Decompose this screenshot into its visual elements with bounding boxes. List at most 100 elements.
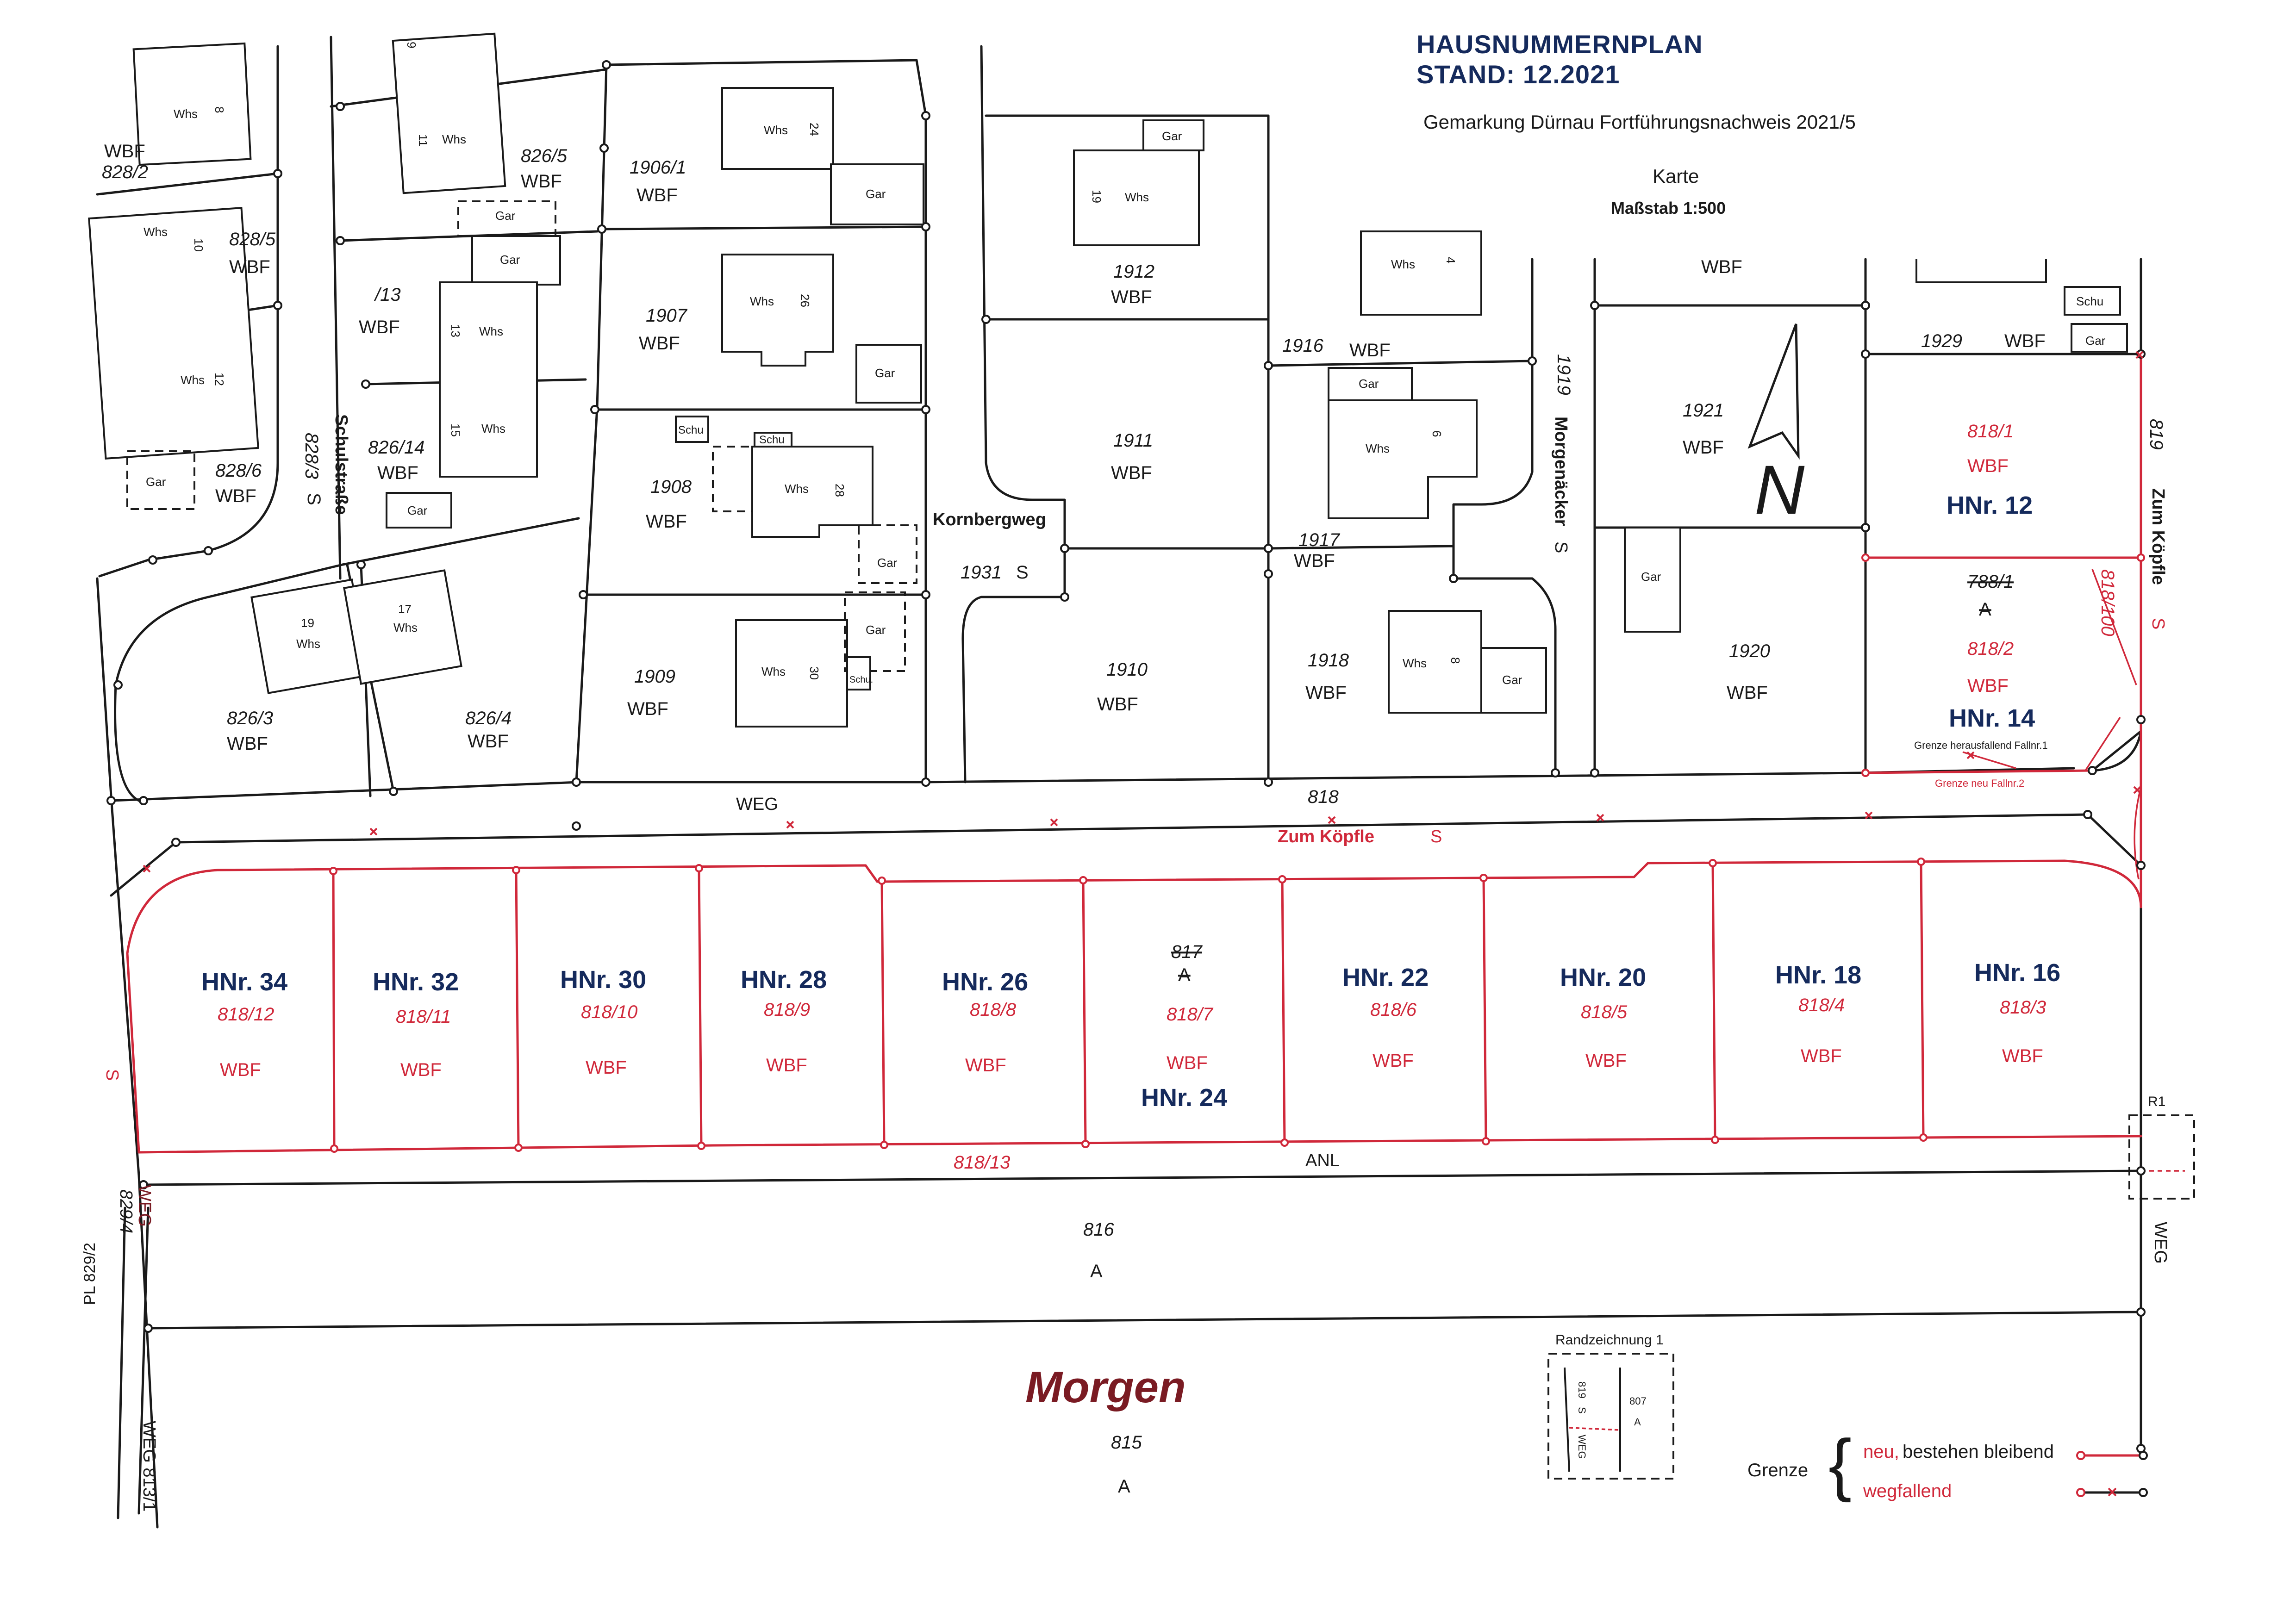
new-parcel-number: 818/1 (1967, 421, 2014, 442)
parcel-number: 1908 (650, 477, 692, 497)
wbf-top: WBF (1701, 257, 1742, 277)
parcel-number: 1918 (1308, 650, 1349, 671)
street-zum-koepfle: Zum Köpfle (2148, 488, 2168, 585)
parcel-number: 1917 (1298, 530, 1341, 550)
building-label: Gar (407, 504, 428, 517)
r1-label: R1 (2148, 1094, 2165, 1109)
building (343, 569, 462, 685)
house-number: 17 (398, 602, 412, 616)
house-number: HNr. 32 (373, 968, 459, 996)
new-parcel-use: WBF (1585, 1051, 1627, 1071)
building-dashed (712, 446, 753, 512)
house-number: 6 (1430, 430, 1444, 437)
parcel-use: WBF (227, 734, 268, 754)
legend-wegfallend: wegfallend (1863, 1481, 1952, 1501)
building-label: Whs (750, 294, 774, 308)
parcel-use: WBF (229, 257, 270, 277)
building-label: Whs (481, 422, 505, 435)
new-parcel-use: WBF (220, 1060, 261, 1080)
building-label: Gar (875, 366, 895, 380)
house-number-hnr14: HNr. 14 (1949, 704, 2035, 732)
building (2071, 323, 2128, 353)
building (675, 416, 709, 443)
building-label: Gar (146, 475, 166, 489)
street-kornbergweg: Kornbergweg (933, 510, 1046, 529)
house-number: 24 (807, 123, 821, 136)
building (855, 344, 922, 404)
parcel-use: WBF (521, 171, 562, 192)
randzeichnung: Randzeichnung 1 819 S 807 A WEG (1547, 1332, 1674, 1480)
parcel-use: WBF (1305, 683, 1347, 703)
boundary-points (106, 60, 2146, 1453)
building (471, 235, 561, 286)
building (846, 656, 871, 690)
parcel-number: 828/3 (301, 433, 322, 479)
new-parcel-number: 818/10 (581, 1002, 637, 1022)
house-number: HNr. 16 (1974, 959, 2060, 987)
new-parcel-number: 818/4 (1798, 995, 1845, 1015)
parcel-labels: WBF 828/2 828/5 WBF 828/6 WBF 828/3 S 82… (102, 141, 2166, 1497)
north-arrow: N (1747, 323, 1805, 529)
building-label: Whs (181, 373, 205, 387)
new-parcel-use: WBF (400, 1060, 442, 1080)
gemarkung-text: Gemarkung Dürnau Fortführungsnachweis 20… (1423, 111, 1856, 133)
street-type-s: S (1430, 827, 1442, 846)
new-parcel-use: WBF (1167, 1053, 1208, 1073)
building-label: Gar (500, 253, 520, 267)
street-zum-koepfle-new: Zum Köpfle (1278, 827, 1374, 846)
house-number: 9 (405, 42, 418, 48)
building-dashed (858, 524, 917, 584)
street-schulstrasse: Schulstraße (331, 414, 351, 515)
street-type-s: S (102, 1069, 122, 1081)
karte-label: Karte (1653, 165, 1699, 187)
building-label: Gar (1502, 673, 1522, 687)
building-label: Gar (877, 556, 898, 570)
building (2064, 286, 2121, 316)
new-parcel-number: 818/11 (396, 1007, 451, 1027)
parcel-number: 828/6 (215, 460, 262, 481)
anl-label: ANL (1305, 1151, 1340, 1170)
house-number: 28 (833, 484, 847, 497)
building-label: Schu (678, 424, 704, 436)
legend-brace: { (1828, 1425, 1852, 1503)
parcel-number: 1921 (1683, 400, 1724, 421)
building-label: Whs (144, 225, 168, 239)
weg-right: WEG (2151, 1222, 2170, 1264)
parcel-number: 819 (2146, 419, 2166, 450)
street-type-s: S (2148, 618, 2168, 629)
parcel-number: 1911 (1113, 430, 1153, 451)
legend: Grenze { neu, bestehen bleibend wegfalle… (1747, 1425, 2148, 1503)
building-label: Gar (1359, 377, 1379, 391)
parcel-use: A (1118, 1476, 1130, 1497)
parcel-number: 1909 (634, 666, 675, 687)
building-label: Whs (1391, 257, 1415, 271)
parcel-number: 816 (1083, 1219, 1114, 1240)
parcel-use: WBF (646, 511, 687, 532)
building (132, 42, 252, 166)
parcel-number: 826/3 (227, 708, 273, 728)
massstab-label: Maßstab 1:500 (1611, 199, 1726, 218)
new-parcel-strip: 818/100 (2097, 569, 2118, 636)
parcel-use: A (1090, 1261, 1103, 1281)
parcel-use: WBF (636, 185, 678, 205)
rz-819: 819 (1576, 1381, 1588, 1399)
building (88, 206, 259, 460)
grenze-note-fall1: Grenze herausfallend Fallnr.1 (1914, 740, 2048, 751)
building-dashed (844, 591, 906, 672)
house-number: 10 (192, 238, 206, 252)
old-parcel-strike: 788/1 (1967, 572, 2014, 592)
building (754, 432, 792, 448)
house-number: HNr. 26 (942, 968, 1028, 996)
building (1360, 230, 1482, 316)
old-parcel-use-strike: A (1979, 599, 1991, 620)
building-label: Whs (296, 637, 320, 651)
flurname-morgen: Morgen (1025, 1362, 1186, 1412)
rz-807: 807 (1629, 1395, 1647, 1407)
house-number: 11 (416, 134, 430, 147)
parcel-use: WBF (1683, 437, 1724, 458)
rz-s: S (1576, 1407, 1588, 1414)
parcel-number: 1919 (1554, 354, 1574, 395)
parcel-number: 1907 (646, 305, 688, 326)
weg-813: WEG 813/1 (139, 1421, 159, 1511)
map-title: HAUSNUMMERNPLAN (1416, 30, 1703, 59)
